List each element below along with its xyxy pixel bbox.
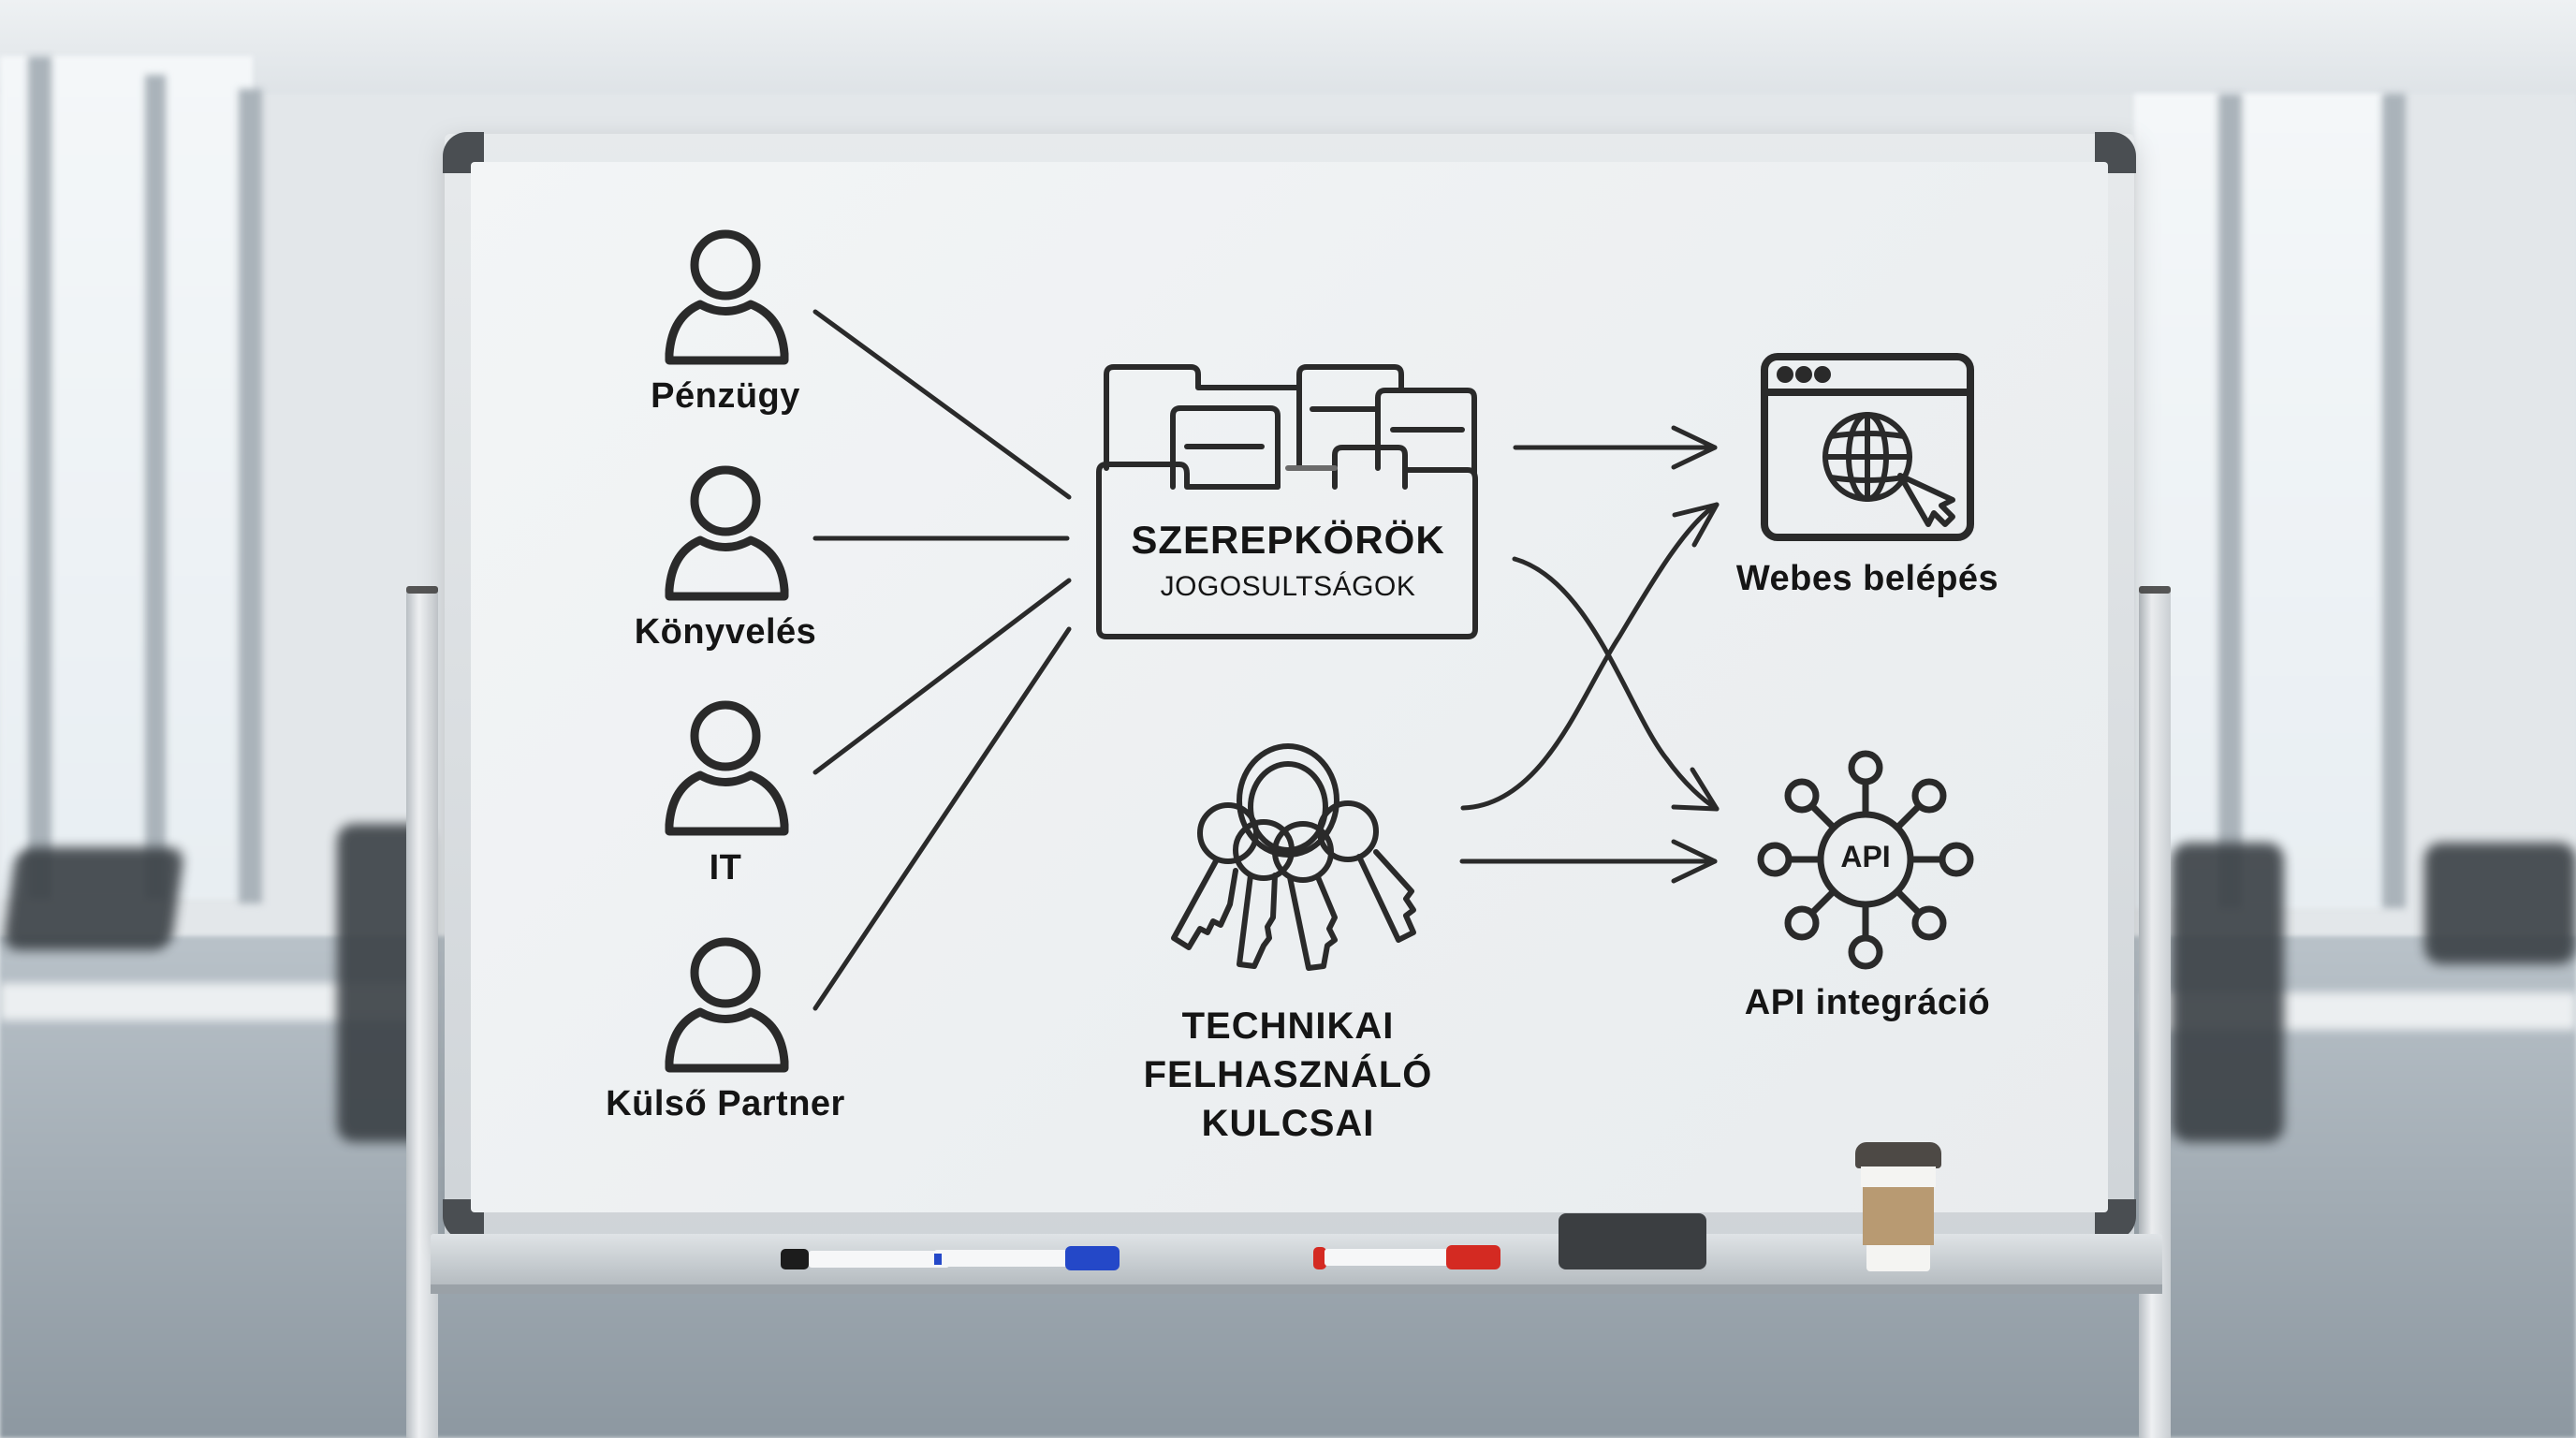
marker-cap xyxy=(1065,1246,1120,1270)
cup-top xyxy=(1861,1167,1936,1187)
marker-tray-lip xyxy=(431,1284,2162,1294)
office-chair xyxy=(2172,843,2284,1142)
marker-body xyxy=(809,1251,949,1268)
api-integration-label: API integráció xyxy=(1744,983,1991,1022)
marker-body xyxy=(934,1250,1070,1267)
arrow-keys-to-web xyxy=(1460,502,1720,811)
marker-tip xyxy=(934,1254,942,1265)
browser-globe-icon xyxy=(1761,353,1974,541)
arrow-roles-to-web xyxy=(1513,425,1718,470)
window-right xyxy=(2134,94,2387,908)
window-mullion xyxy=(28,56,51,899)
cup-bottom xyxy=(1866,1245,1930,1271)
window-mullion xyxy=(2382,94,2406,908)
folders-icon xyxy=(1096,364,1478,639)
cup-lid xyxy=(1855,1142,1941,1168)
whiteboard-surface xyxy=(471,162,2108,1212)
blue-marker[interactable] xyxy=(934,1246,1121,1270)
marker-cap xyxy=(781,1249,809,1269)
user-icon xyxy=(665,937,789,1073)
arrow-keys-to-api xyxy=(1459,839,1718,884)
keys-label-line: FELHASZNÁLÓ xyxy=(1143,1054,1433,1095)
user-icon xyxy=(665,700,789,836)
ceiling xyxy=(0,0,2576,103)
user-label-kulso-partner: Külső Partner xyxy=(606,1084,845,1123)
technical-keys-label: TECHNIKAI FELHASZNÁLÓ KULCSAI xyxy=(1144,1002,1433,1148)
user-label-konyveles: Könyvelés xyxy=(634,612,817,652)
keyring-icon xyxy=(1171,743,1416,971)
red-marker[interactable] xyxy=(1313,1245,1500,1269)
stand-cap xyxy=(406,586,438,594)
roles-subtitle: JOGOSULTSÁGOK xyxy=(1160,571,1416,602)
user-icon xyxy=(665,465,789,601)
user-label-penzugy: Pénzügy xyxy=(651,376,800,416)
web-login-label: Webes belépés xyxy=(1735,559,1999,598)
marker-cap xyxy=(1446,1245,1500,1269)
connector-lines xyxy=(812,309,1072,1011)
api-hub-icon xyxy=(1757,750,1974,970)
cup-sleeve xyxy=(1863,1187,1934,1245)
coffee-cup xyxy=(1855,1142,1941,1273)
office-chair xyxy=(2424,843,2576,964)
stand-cap xyxy=(2139,586,2171,594)
keys-label-line: KULCSAI xyxy=(1201,1103,1375,1144)
api-icon-text: API xyxy=(1840,840,1891,873)
keys-label-line: TECHNIKAI xyxy=(1181,1005,1395,1047)
whiteboard xyxy=(443,132,2136,1240)
marker-tip xyxy=(1313,1247,1326,1269)
user-label-it: IT xyxy=(709,848,742,888)
whiteboard-eraser[interactable] xyxy=(1559,1213,1706,1269)
arrow-roles-to-api xyxy=(1512,556,1720,812)
stand-leg-right xyxy=(2139,590,2171,1438)
marker-body xyxy=(1325,1249,1451,1266)
roles-title: SZEREPKÖRÖK xyxy=(1131,518,1445,562)
window-mullion xyxy=(145,75,166,899)
user-icon xyxy=(665,229,789,365)
window-mullion xyxy=(2218,94,2242,908)
window-mullion xyxy=(239,89,262,903)
stand-leg-left xyxy=(406,590,438,1438)
black-marker[interactable] xyxy=(781,1249,963,1269)
